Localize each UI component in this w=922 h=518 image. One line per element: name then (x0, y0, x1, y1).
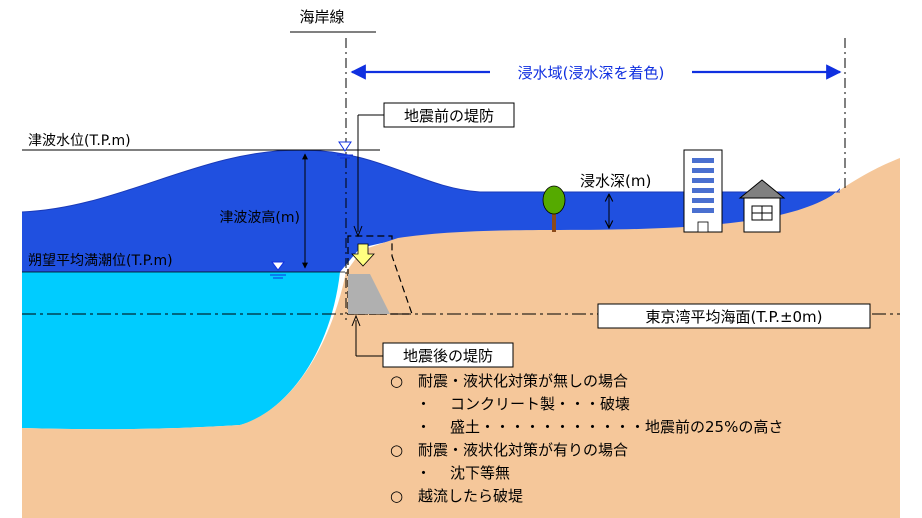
condition-bullet: ・ (416, 464, 431, 482)
inundation-area-label: 浸水域(浸水深を着色) (518, 64, 665, 82)
collapse-arrow-icon (351, 243, 375, 267)
tp-zero-callout (597, 303, 871, 329)
coastline-label: 海岸線 (299, 8, 344, 26)
condition-bullet: ○ (390, 372, 403, 390)
inundation-depth-label: 浸水深(m) (580, 172, 651, 190)
tp-zero-label: 東京湾平均海面(T.P.±0m) (645, 308, 822, 326)
tree-icon (542, 185, 566, 232)
conditions-list: ○ 耐震・液状化対策が無しの場合 ・ コンクリート製・・・破壊 ・ 盛土・・・・… (390, 372, 783, 505)
high-water-marker-icon (270, 261, 286, 279)
tsunami-wave-height-label: 津波波高(m) (219, 209, 300, 226)
condition-bullet: ○ (390, 441, 403, 459)
condition-text: 越流したら破堤 (418, 487, 523, 505)
condition-text: 耐震・液状化対策が無しの場合 (418, 372, 628, 390)
levee-after-shape (348, 274, 390, 314)
condition-text: コンクリート製・・・破壊 (450, 395, 630, 413)
condition-bullet: ・ (416, 418, 431, 436)
condition-text: 耐震・液状化対策が有りの場合 (418, 441, 628, 459)
levee-after-leader-head (351, 314, 361, 327)
tsunami-water-level-label: 津波水位(T.P.m) (28, 133, 131, 149)
sea-water (22, 272, 340, 430)
water-level-marker-icon (337, 141, 353, 159)
levee-after-callout (382, 342, 514, 368)
land (22, 158, 900, 518)
condition-text: 盛土・・・・・・・・・・・地震前の25%の高さ (450, 418, 783, 436)
house-icon (738, 179, 786, 233)
tsunami-water (22, 150, 840, 272)
mean-high-water-label: 朔望平均満潮位(T.P.m) (28, 253, 173, 269)
condition-text: 沈下等無 (450, 464, 510, 482)
condition-bullet: ・ (416, 395, 431, 413)
levee-before-label: 地震前の堤防 (404, 107, 494, 125)
condition-bullet: ○ (390, 487, 403, 505)
building-icon (683, 149, 723, 233)
levee-after-label: 地震後の堤防 (403, 347, 493, 365)
